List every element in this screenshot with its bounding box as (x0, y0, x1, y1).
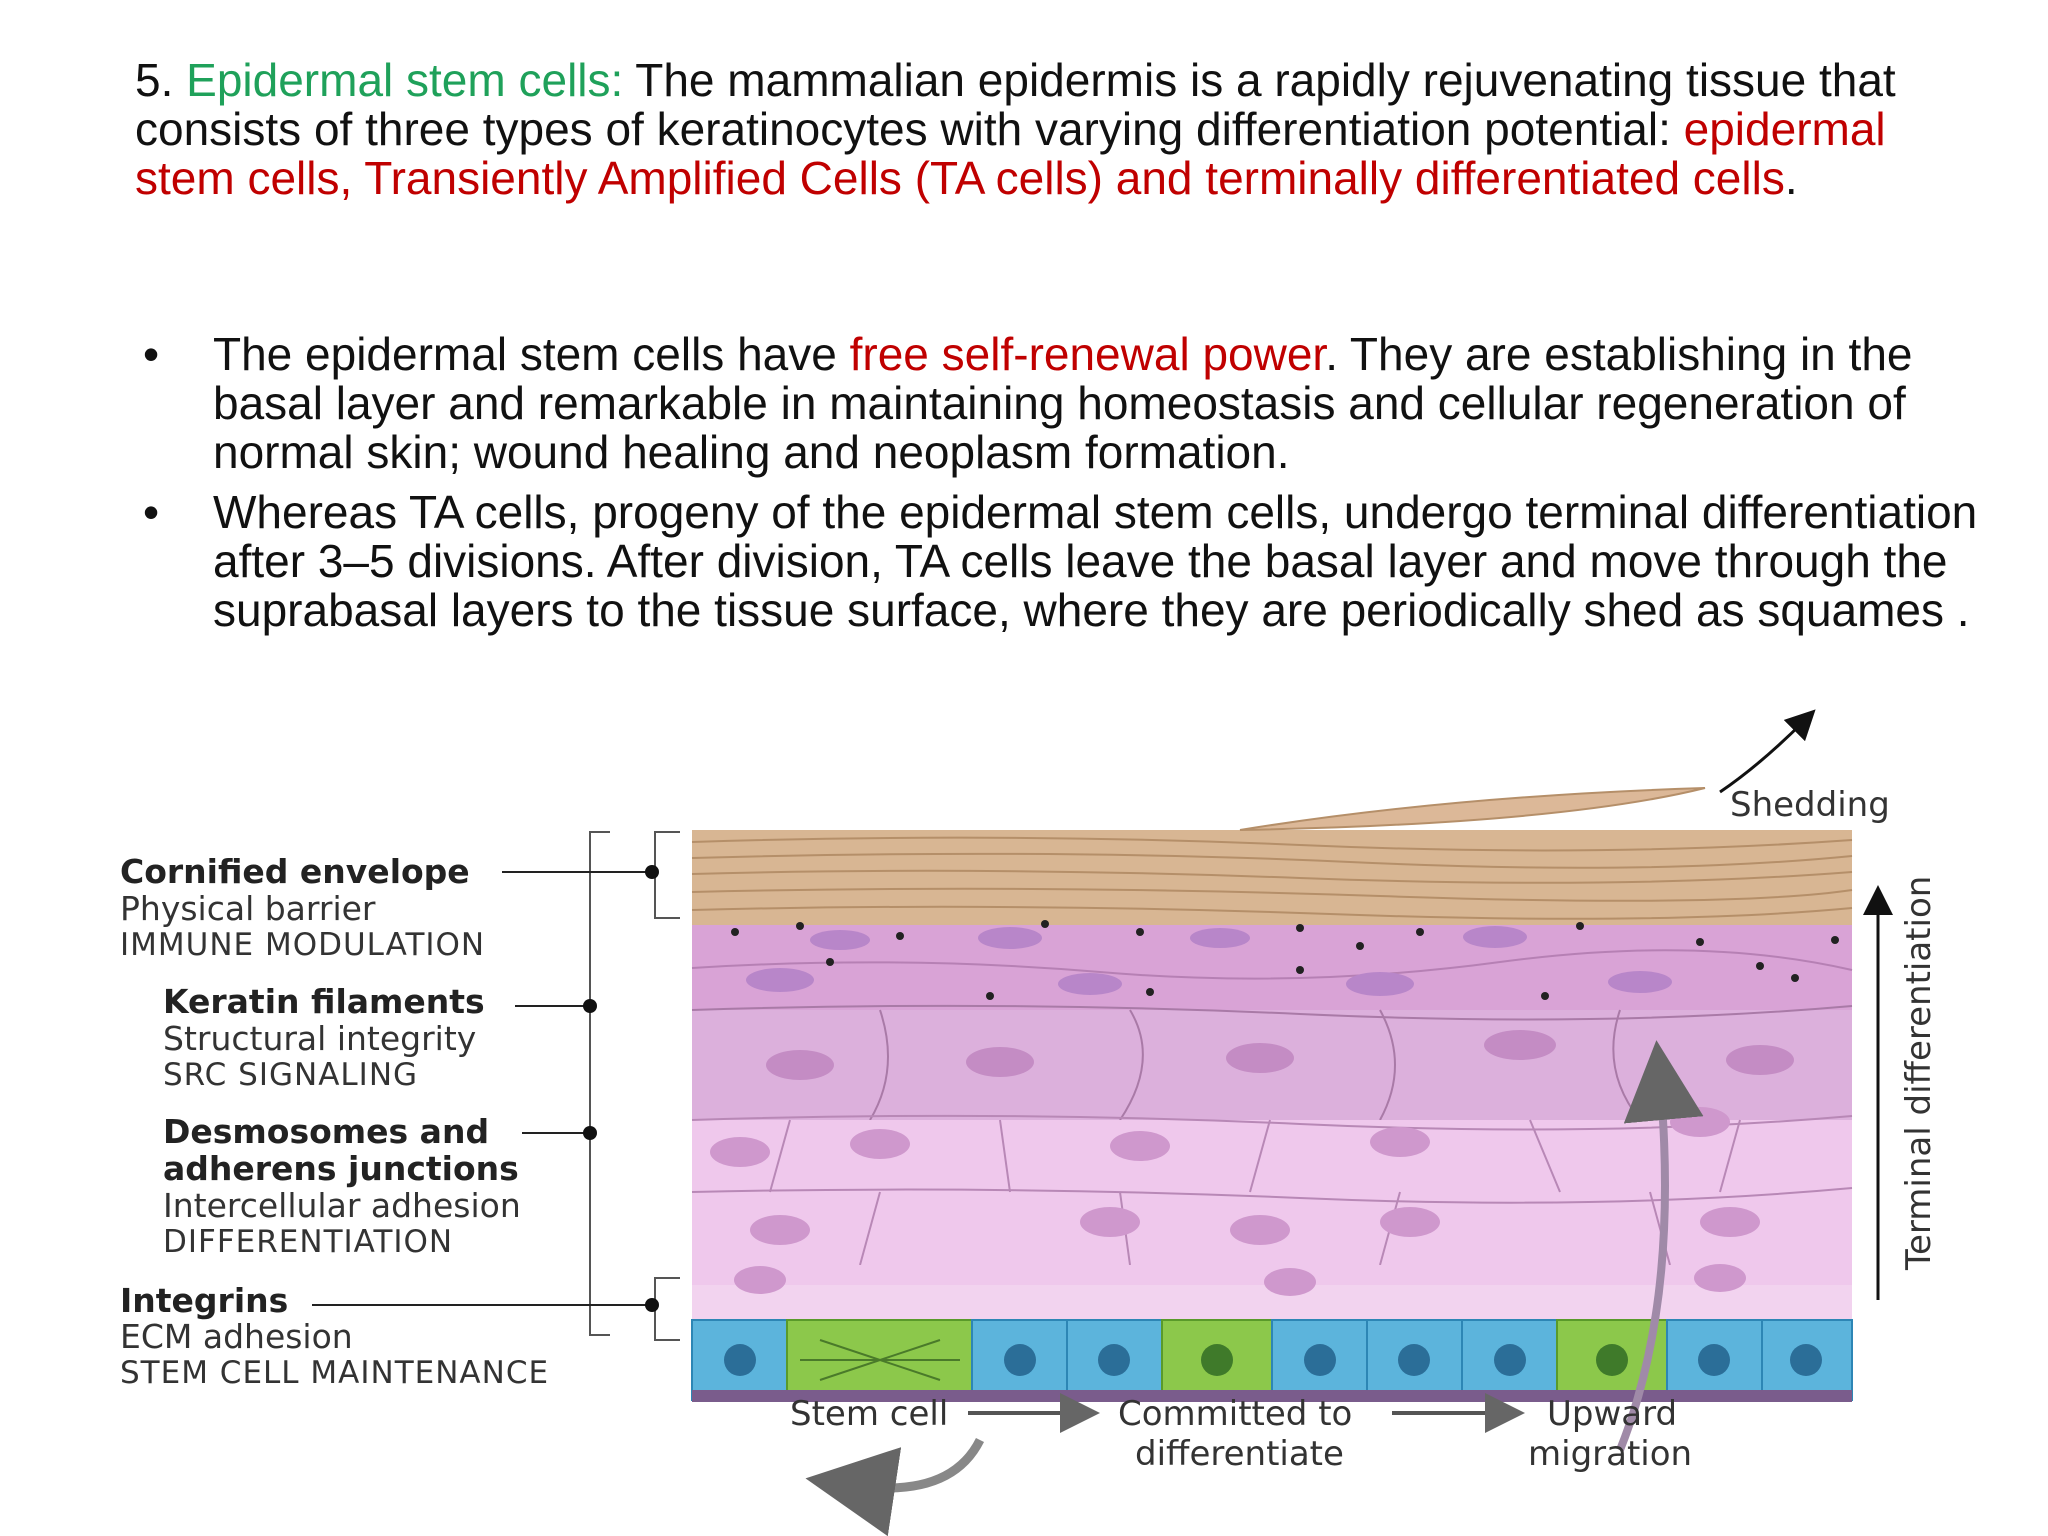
bullet-highlight: free self-renewal power (849, 328, 1326, 380)
bullet-item: • The epidermal stem cells have free sel… (135, 330, 1985, 477)
basal-layer (692, 1264, 1852, 1296)
self-renewal-arrow (805, 1437, 985, 1536)
label-integrins-line2: STEM CELL MAINTENANCE (120, 1355, 549, 1391)
leader-lines (312, 871, 648, 1306)
label-desmosomes-line2: DIFFERENTIATION (163, 1224, 453, 1260)
leader-dots (583, 865, 659, 1312)
label-committed-2: differentiate (1135, 1434, 1344, 1474)
label-terminal-differentiation: Terminal differentiation (1899, 876, 1939, 1271)
label-upward-2: migration (1528, 1434, 1692, 1474)
granular-layer (691, 920, 1853, 1010)
label-shedding: Shedding (1730, 785, 1890, 825)
intro-term: Epidermal stem cells: (186, 54, 624, 106)
bullet-text: . They are establishing in the basal lay… (213, 328, 1913, 478)
label-cornified-line2: IMMUNE MODULATION (120, 927, 485, 963)
epidermis-diagram: Cornified envelope Physical barrier IMMU… (120, 709, 1939, 1536)
label-keratin-line1: Structural integrity (163, 1019, 476, 1058)
basement-membrane (692, 1390, 1852, 1402)
intro-end: . (1784, 152, 1798, 204)
spinous-layer (691, 1004, 1853, 1121)
label-desmosomes-title2: adherens junctions (163, 1149, 519, 1188)
label-integrins-line1: ECM adhesion (120, 1317, 353, 1356)
label-upward-1: Upward (1547, 1394, 1677, 1434)
bullet-marker: • (143, 328, 160, 380)
label-integrins-title: Integrins (120, 1281, 288, 1320)
label-cornified-line1: Physical barrier (120, 889, 376, 928)
bullet-item: • Whereas TA cells, progeny of the epide… (135, 488, 1985, 635)
bullet-marker: • (143, 486, 160, 538)
label-cornified-title: Cornified envelope (120, 852, 470, 891)
layer-brackets (589, 831, 680, 1341)
bullet-text: The epidermal stem cells have (213, 328, 850, 380)
basal-cells (691, 1319, 1853, 1401)
suprabasal-layer (691, 1107, 1853, 1266)
label-stem-cell: Stem cell (790, 1394, 948, 1434)
label-keratin-line2: SRC SIGNALING (163, 1057, 418, 1093)
intro-cell-types: epidermal stem cells, Transiently Amplif… (135, 103, 1886, 204)
intro-number: 5. (135, 54, 187, 106)
intro-paragraph: 5. Epidermal stem cells: The mammalian e… (135, 56, 1975, 203)
stem-cell (1271, 1319, 1368, 1401)
bullet-list: • The epidermal stem cells have free sel… (135, 330, 1985, 646)
label-desmosomes-title1: Desmosomes and (163, 1112, 489, 1151)
label-keratin-title: Keratin filaments (163, 982, 485, 1021)
upward-migration-arrow (1616, 1040, 1704, 1452)
label-desmosomes-line1: Intercellular adhesion (163, 1186, 521, 1225)
label-committed-1: Committed to (1118, 1394, 1352, 1434)
intro-text: The mammalian epidermis is a rapidly rej… (135, 54, 1896, 155)
shedding-arrow (1719, 709, 1816, 794)
shedding-squame (1239, 787, 1706, 831)
cornified-layer (691, 787, 1853, 925)
bullet-text: Whereas TA cells, progeny of the epiderm… (213, 486, 1978, 636)
